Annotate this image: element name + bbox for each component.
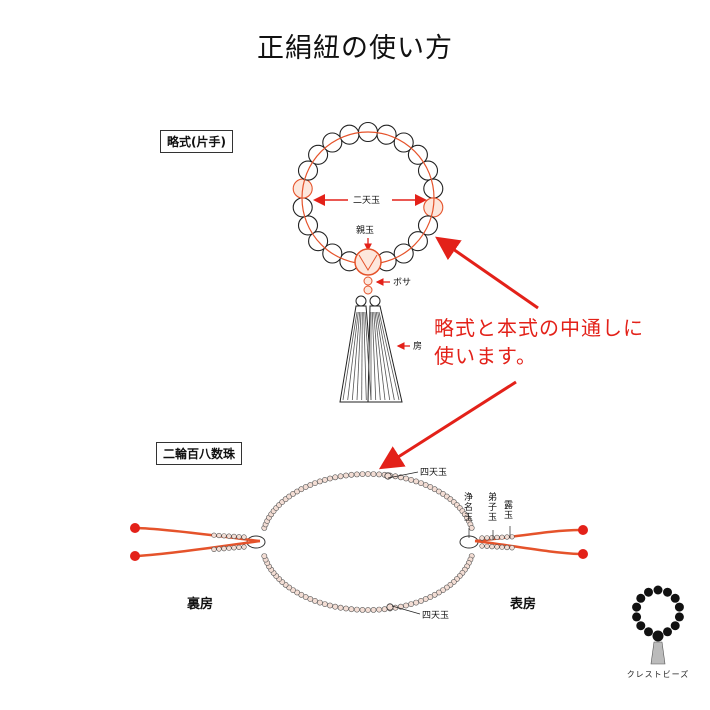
loop-bead (365, 471, 371, 477)
loop-bead (332, 603, 339, 610)
loop-bead (403, 475, 409, 482)
loop-bead (370, 607, 377, 613)
shitendama-bottom-label: 四天玉 (422, 610, 449, 621)
pointer-arrow-bottom (378, 380, 517, 470)
loop-bead (327, 602, 333, 609)
loop-bead (418, 598, 424, 604)
loop-bead (343, 472, 349, 479)
svg-text:露玉: 露玉 (504, 500, 513, 521)
loop-bead (353, 471, 360, 478)
loop-bead (408, 601, 414, 607)
bosa-label: ボサ (393, 277, 411, 288)
loop-bead (348, 606, 355, 613)
loop-bead (365, 607, 371, 613)
loop-bead (316, 478, 323, 485)
oyadama-label: 親玉 (356, 224, 374, 236)
loop-bead (348, 471, 355, 478)
loop-bead (261, 553, 268, 559)
omotefusa-label: 表房 (509, 596, 536, 612)
loop-bead (337, 604, 344, 611)
loop-bead (353, 606, 360, 613)
loop-bead (376, 471, 382, 478)
pointer-arrow-top (435, 236, 539, 310)
svg-text:浄名玉: 浄名玉 (464, 491, 473, 523)
usage-note-line-1: 略式と本式の中通しに (434, 316, 644, 340)
usage-note: 略式と本式の中通しに 使います。 (434, 314, 644, 370)
deshidama-label: 弟子玉 (488, 491, 497, 523)
loop-bead (332, 474, 339, 481)
loop-bead (468, 525, 475, 531)
tsuyudama-label: 露玉 (504, 500, 513, 521)
loop-bead (370, 471, 377, 477)
shitendama-bottom-bead (386, 603, 394, 611)
loop-bead (359, 471, 366, 477)
usage-note-line-2: 使います。 (434, 344, 537, 368)
omote-fusa-cords (474, 525, 588, 559)
loop-bead (327, 475, 333, 482)
shitendama-top-bead (384, 472, 392, 480)
loop-bead (403, 602, 409, 609)
loop-bead (359, 607, 366, 613)
loop-bead (312, 480, 318, 486)
ryakushiki-heading: 略式(片手) (160, 130, 233, 153)
logo-juzu-icon (632, 585, 684, 665)
loop-bead (316, 599, 323, 606)
urafusa-label: 裏房 (186, 596, 213, 612)
loop-bead (337, 473, 344, 480)
loop-bead (343, 605, 349, 612)
shitendama-top-label: 四天玉 (420, 467, 447, 478)
logo-text: クレストビーズ (626, 670, 690, 679)
loop-bead (321, 601, 328, 607)
nirin-juzu-loop (246, 471, 479, 613)
oyadama-bead (354, 248, 382, 276)
nitendama-label: 二天玉 (353, 195, 380, 206)
ura-fusa-cords (130, 523, 261, 561)
svg-text:弟子玉: 弟子玉 (488, 491, 497, 523)
loop-bead (413, 478, 419, 485)
jomyodama-label: 浄名玉 (464, 491, 473, 523)
loop-bead (413, 599, 419, 606)
loop-bead (408, 476, 414, 483)
bosa-knot-2 (363, 285, 373, 295)
loop-bead (376, 606, 382, 613)
page-title: 正絹紐の使い方 (257, 33, 453, 64)
loop-bead (381, 606, 388, 613)
bosa-knot-1 (363, 276, 373, 286)
fusa-label: 房 (413, 340, 422, 352)
crest-beads-logo (610, 578, 706, 690)
nirin-heading: 二輪百八数珠 (156, 442, 243, 465)
tassels (339, 295, 403, 403)
loop-bead (321, 476, 328, 483)
